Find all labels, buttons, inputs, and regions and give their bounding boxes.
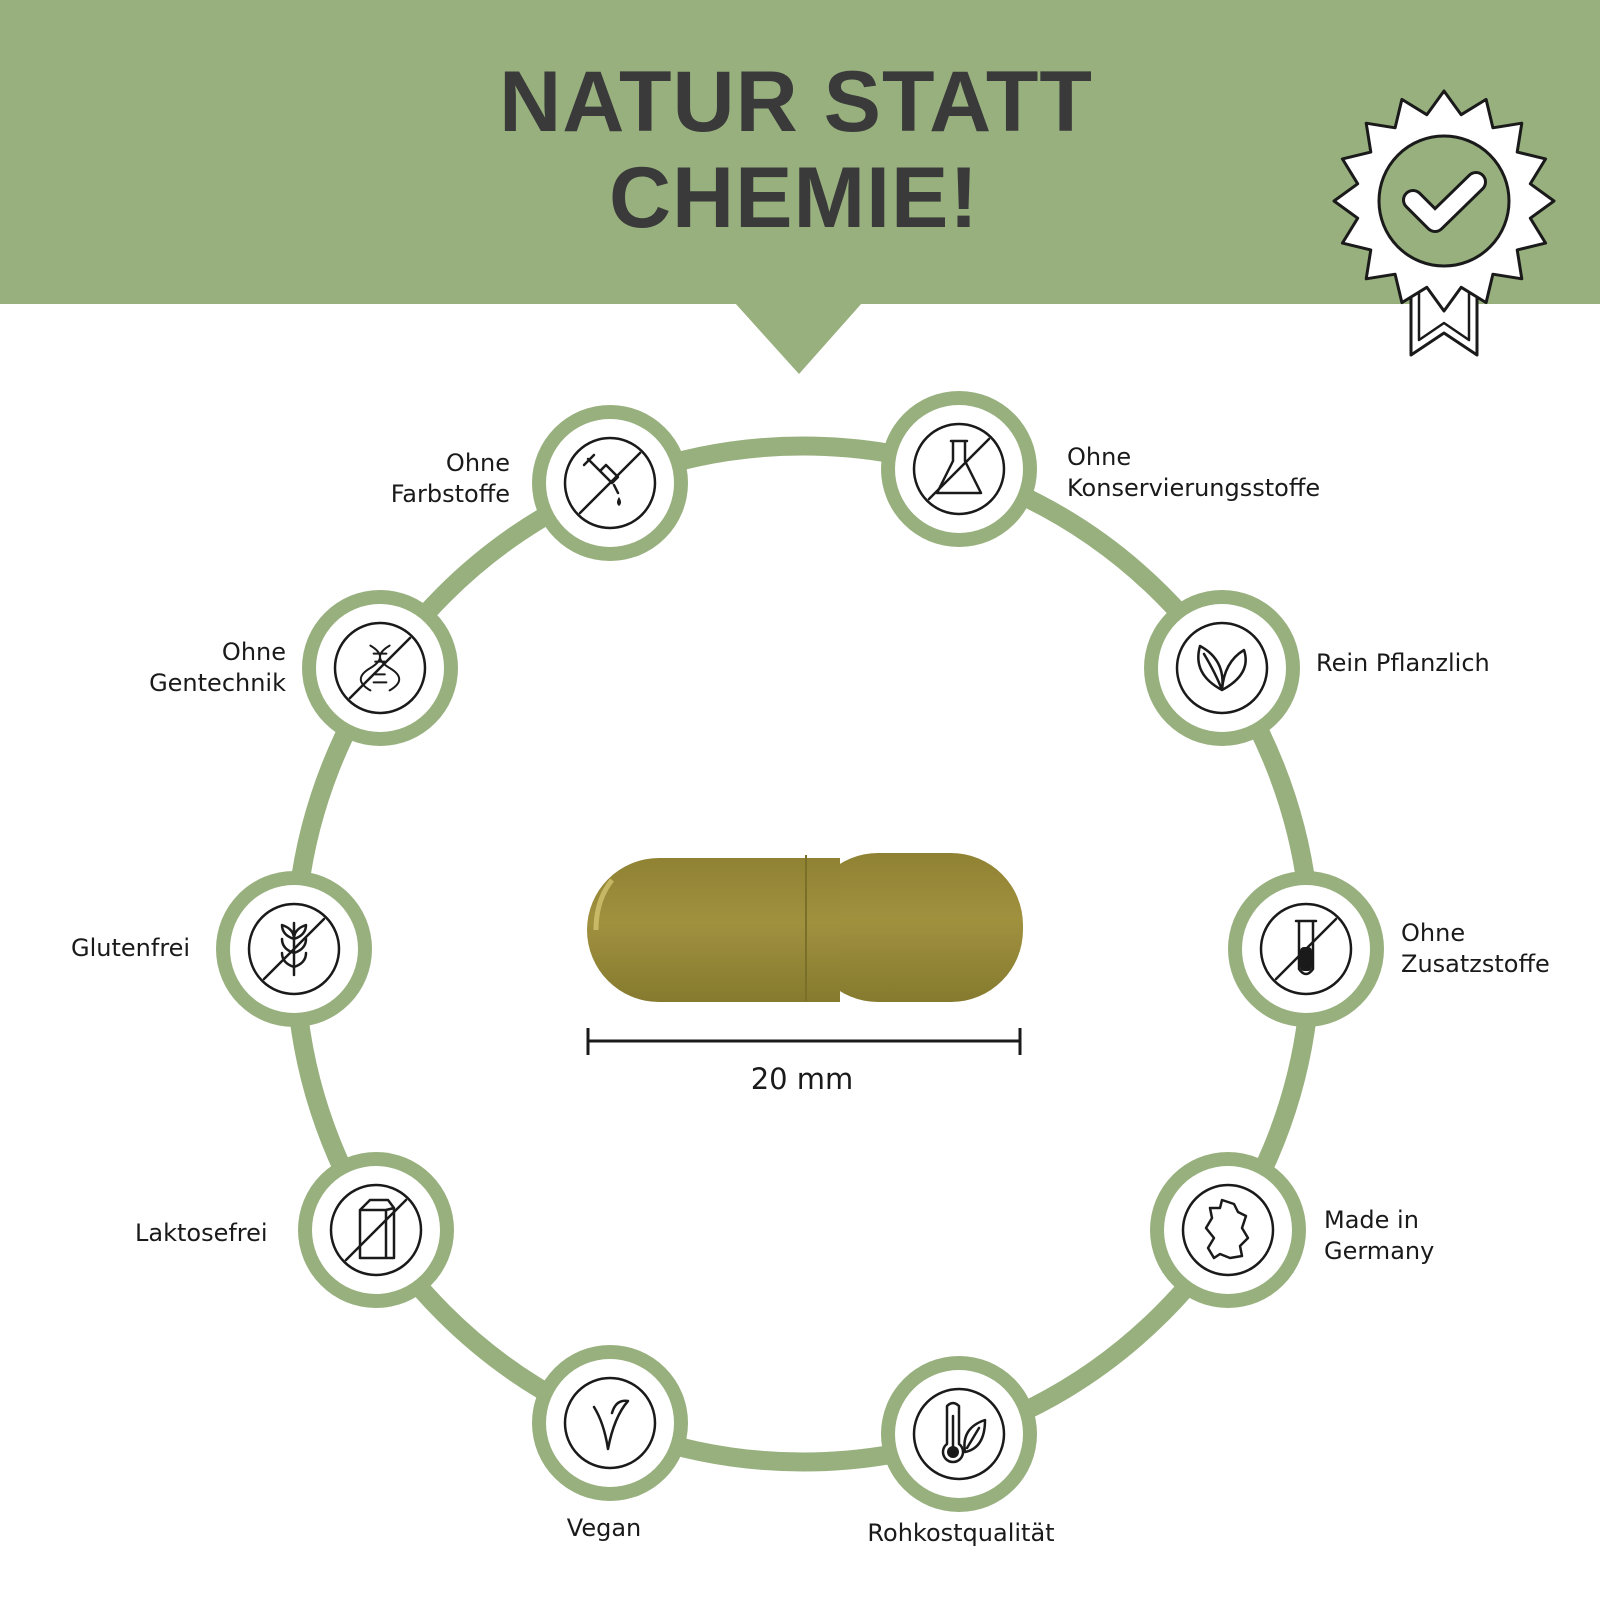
feature-badge <box>881 391 1037 547</box>
germany-map-icon <box>1181 1183 1275 1277</box>
feature-label-line: Ohne <box>1401 919 1466 947</box>
feature-label-line: Laktosefrei <box>135 1219 268 1247</box>
lactose-free-milk-carton-icon <box>329 1183 423 1277</box>
feature-badge <box>1150 1152 1306 1308</box>
feature-badge <box>881 1356 1037 1512</box>
feature-label-line: Germany <box>1324 1237 1435 1265</box>
feature-badge <box>216 871 372 1027</box>
feature-label: Made in Germany <box>1324 1205 1434 1267</box>
feature-label-line: Zusatzstoffe <box>1401 950 1550 978</box>
feature-label-line: Gentechnik <box>149 669 286 697</box>
page-title-line2: CHEMIE! <box>608 150 980 246</box>
feature-label: Rohkostqualität <box>867 1518 1054 1549</box>
feature-label-line: Made in <box>1324 1206 1419 1234</box>
header-pointer <box>735 303 862 374</box>
feature-label-line: Farbstoffe <box>390 480 510 508</box>
feature-label-line: Rein Pflanzlich <box>1316 649 1490 677</box>
capsule-image <box>587 853 1023 1002</box>
no-additives-test-tube-icon <box>1259 902 1353 996</box>
feature-badge <box>532 405 688 561</box>
vegan-v-leaf-icon <box>563 1376 657 1470</box>
quality-seal-check-icon <box>1332 89 1556 357</box>
no-preservatives-flask-icon <box>912 422 1006 516</box>
gluten-free-wheat-icon <box>247 902 341 996</box>
feature-label-line: Rohkostqualität <box>867 1519 1055 1547</box>
feature-badge <box>532 1345 688 1501</box>
header-banner <box>0 0 1600 304</box>
feature-label-line: Ohne <box>221 638 286 666</box>
feature-label-line: Ohne <box>1067 443 1132 471</box>
plant-leaves-icon <box>1175 621 1269 715</box>
feature-label-line: Konservierungsstoffe <box>1067 474 1321 502</box>
no-dye-dropper-icon <box>563 436 657 530</box>
feature-badge <box>1144 590 1300 746</box>
feature-label: Glutenfrei <box>71 933 190 964</box>
feature-label-line: Ohne <box>445 449 510 477</box>
feature-label-line: Glutenfrei <box>71 934 191 962</box>
page-title-line1: NATUR STATT <box>499 54 1093 150</box>
no-gmo-dna-icon <box>333 621 427 715</box>
feature-badge <box>1228 871 1384 1027</box>
feature-label: Rein Pflanzlich <box>1316 648 1490 679</box>
feature-label-line: Vegan <box>566 1514 642 1542</box>
raw-quality-thermometer-leaf-icon <box>912 1387 1006 1481</box>
capsule-size-label: 20 mm <box>750 1062 854 1096</box>
feature-label: Laktosefrei <box>135 1218 268 1249</box>
feature-badge <box>302 590 458 746</box>
size-scale-bar <box>586 1028 1022 1055</box>
feature-badge <box>298 1152 454 1308</box>
feature-label: Vegan <box>567 1513 641 1544</box>
